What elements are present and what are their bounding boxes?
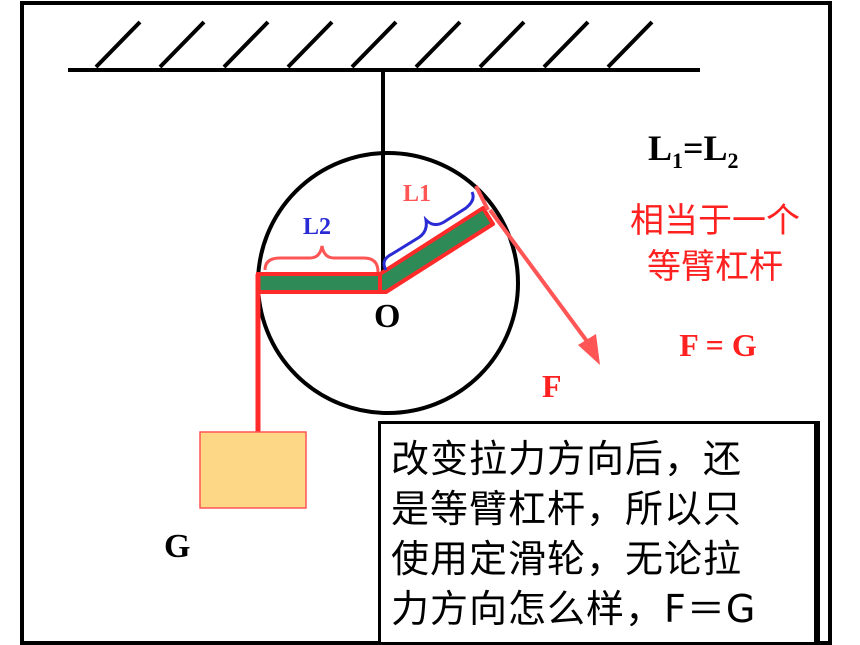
lever-arm (256, 206, 495, 294)
pivot-label: O (374, 298, 400, 335)
l1-label: L1 (403, 181, 431, 207)
rope-right (474, 185, 490, 211)
explanation-box: 改变拉力方向后，还 是等臂杠杆，所以只 使用定滑轮，无论拉 力方向怎么样，F＝G (378, 421, 820, 645)
force-label: F (542, 368, 562, 404)
l2-brace (263, 245, 380, 273)
l2-label: L2 (303, 214, 331, 240)
explanation-text: 改变拉力方向后，还 是等臂杠杆，所以只 使用定滑轮，无论拉 力方向怎么样，F＝G (391, 437, 757, 631)
desc-line1: 相当于一个 (630, 201, 800, 241)
force-arrow (488, 208, 600, 365)
l1-brace (382, 191, 475, 271)
desc-line2: 等臂杠杆 (647, 247, 783, 287)
ceiling-hatching (68, 20, 700, 72)
f-equals-g-label: F = G (679, 327, 757, 363)
weight-label: G (164, 528, 190, 565)
weight-block (199, 431, 307, 509)
l-equal-label: L1=L2 (648, 128, 739, 173)
